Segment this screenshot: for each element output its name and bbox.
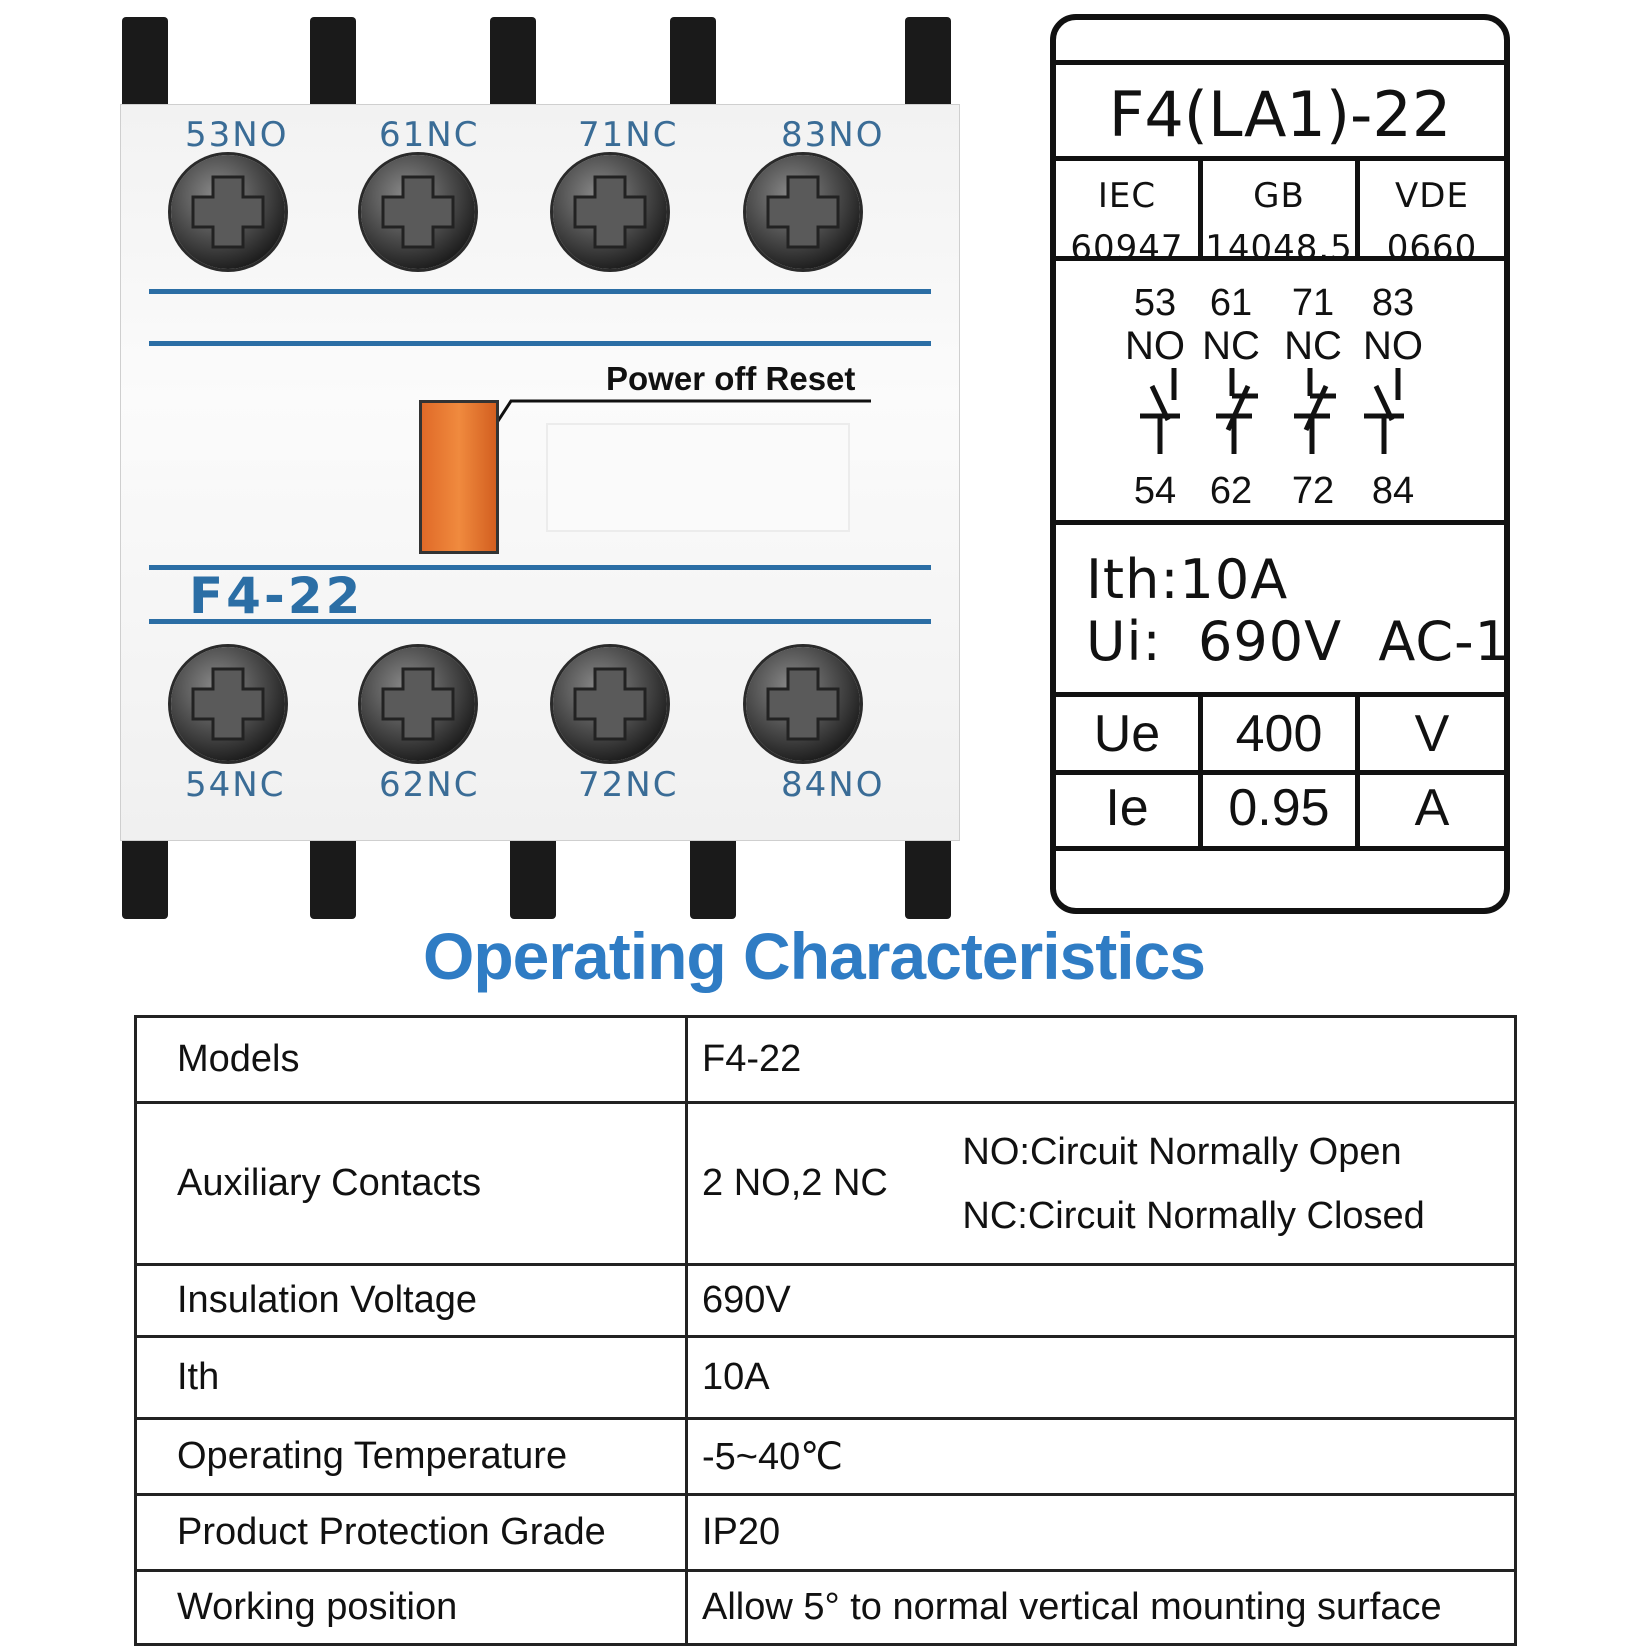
terminal-label: 71NC — [578, 115, 679, 155]
spec-value: Allow 5° to normal vertical mounting sur… — [685, 1569, 1517, 1646]
contact-type: NO — [1363, 324, 1423, 368]
mounting-clip — [310, 827, 356, 919]
blue-stripe — [149, 341, 931, 346]
product-photo: 53NO 61NC 71NC 83NO Power off Reset F4-2… — [120, 12, 960, 919]
contact-top-number: 71 — [1291, 282, 1335, 324]
spec-label: Ith — [134, 1335, 688, 1420]
mounting-clip — [510, 827, 556, 919]
label-window — [546, 423, 850, 532]
contact-type: NC — [1202, 324, 1260, 368]
blue-stripe — [149, 565, 931, 570]
contact-type: NC — [1284, 324, 1342, 368]
ue-unit: V — [1414, 705, 1450, 763]
table-row: Models F4-22 — [134, 1015, 1517, 1104]
terminal-screw — [361, 647, 475, 761]
ie-unit: A — [1414, 779, 1450, 837]
ui-rating: Ui: 690V AC-15 — [1086, 610, 1510, 673]
blue-stripe — [149, 619, 931, 624]
ue-label: Ue — [1093, 705, 1161, 763]
spec-label: Working position — [134, 1569, 688, 1646]
terminal-label: 84NO — [781, 765, 885, 805]
terminal-screw — [746, 155, 860, 269]
spec-value: 2 NO,2 NC — [702, 1162, 888, 1204]
terminal-label: 53NO — [185, 115, 289, 155]
ith-rating: Ith:10A — [1086, 548, 1289, 611]
contact-top-number: 53 — [1133, 282, 1177, 324]
terminal-screw — [553, 155, 667, 269]
contact-bottom-number: 62 — [1209, 470, 1253, 512]
table-row: Ith 10A — [134, 1335, 1517, 1420]
spec-value-cell: 2 NO,2 NC NO:Circuit Normally Open NC:Ci… — [685, 1101, 1517, 1266]
terminal-screw — [746, 647, 860, 761]
terminal-label: 62NC — [379, 765, 480, 805]
section-heading: Operating Characteristics — [423, 919, 1206, 993]
spec-value: 10A — [685, 1335, 1517, 1420]
blue-stripe — [149, 289, 931, 294]
ie-label: Ie — [1105, 779, 1149, 837]
spec-value: F4-22 — [685, 1015, 1517, 1104]
spec-label: Insulation Voltage — [134, 1263, 688, 1338]
contact-block-body: 53NO 61NC 71NC 83NO Power off Reset F4-2… — [120, 104, 960, 841]
terminal-screw — [171, 647, 285, 761]
table-row: Working position Allow 5° to normal vert… — [134, 1569, 1517, 1646]
ie-value: 0.95 — [1228, 779, 1330, 837]
spec-label: Product Protection Grade — [134, 1493, 688, 1572]
table-row: Insulation Voltage 690V — [134, 1263, 1517, 1338]
spec-value: IP20 — [685, 1493, 1517, 1572]
terminal-label: 54NC — [185, 765, 286, 805]
contact-top-number: 61 — [1209, 282, 1253, 324]
terminal-label: 61NC — [379, 115, 480, 155]
note-nc: NC:Circuit Normally Closed — [962, 1194, 1425, 1237]
terminal-screw — [553, 647, 667, 761]
contact-type: NO — [1125, 324, 1185, 368]
model-print: F4-22 — [189, 567, 364, 625]
mounting-clip — [690, 827, 736, 919]
nameplate-title: F4(LA1)-22 — [1108, 78, 1452, 151]
table-row: Operating Temperature -5~40℃ — [134, 1417, 1517, 1496]
spec-value: 690V — [685, 1263, 1517, 1338]
reset-button — [419, 400, 499, 554]
note-no: NO:Circuit Normally Open — [962, 1130, 1402, 1173]
spec-label: Operating Temperature — [134, 1417, 688, 1496]
terminal-screw — [361, 155, 475, 269]
contact-bottom-number: 84 — [1371, 470, 1415, 512]
spec-label: Models — [134, 1015, 688, 1104]
terminal-screw — [171, 155, 285, 269]
spec-value: -5~40℃ — [685, 1417, 1517, 1496]
contact-bottom-number: 54 — [1133, 470, 1177, 512]
mounting-clip — [905, 827, 951, 919]
contact-notes: NO:Circuit Normally Open NC:Circuit Norm… — [962, 1110, 1424, 1258]
spec-label: Auxiliary Contacts — [134, 1101, 688, 1266]
terminal-label: 83NO — [781, 115, 885, 155]
table-row: Auxiliary Contacts 2 NO,2 NC NO:Circuit … — [134, 1101, 1517, 1266]
contact-bottom-number: 72 — [1291, 470, 1335, 512]
ue-value: 400 — [1235, 705, 1323, 763]
terminal-label: 72NC — [578, 765, 679, 805]
mounting-clip — [122, 827, 168, 919]
contact-top-number: 83 — [1371, 282, 1415, 324]
contact-symbols — [1140, 368, 1404, 454]
reset-label: Power off Reset — [606, 360, 856, 397]
spec-table: Models F4-22 Auxiliary Contacts 2 NO,2 N… — [134, 1015, 1517, 1646]
table-row: Product Protection Grade IP20 — [134, 1493, 1517, 1572]
